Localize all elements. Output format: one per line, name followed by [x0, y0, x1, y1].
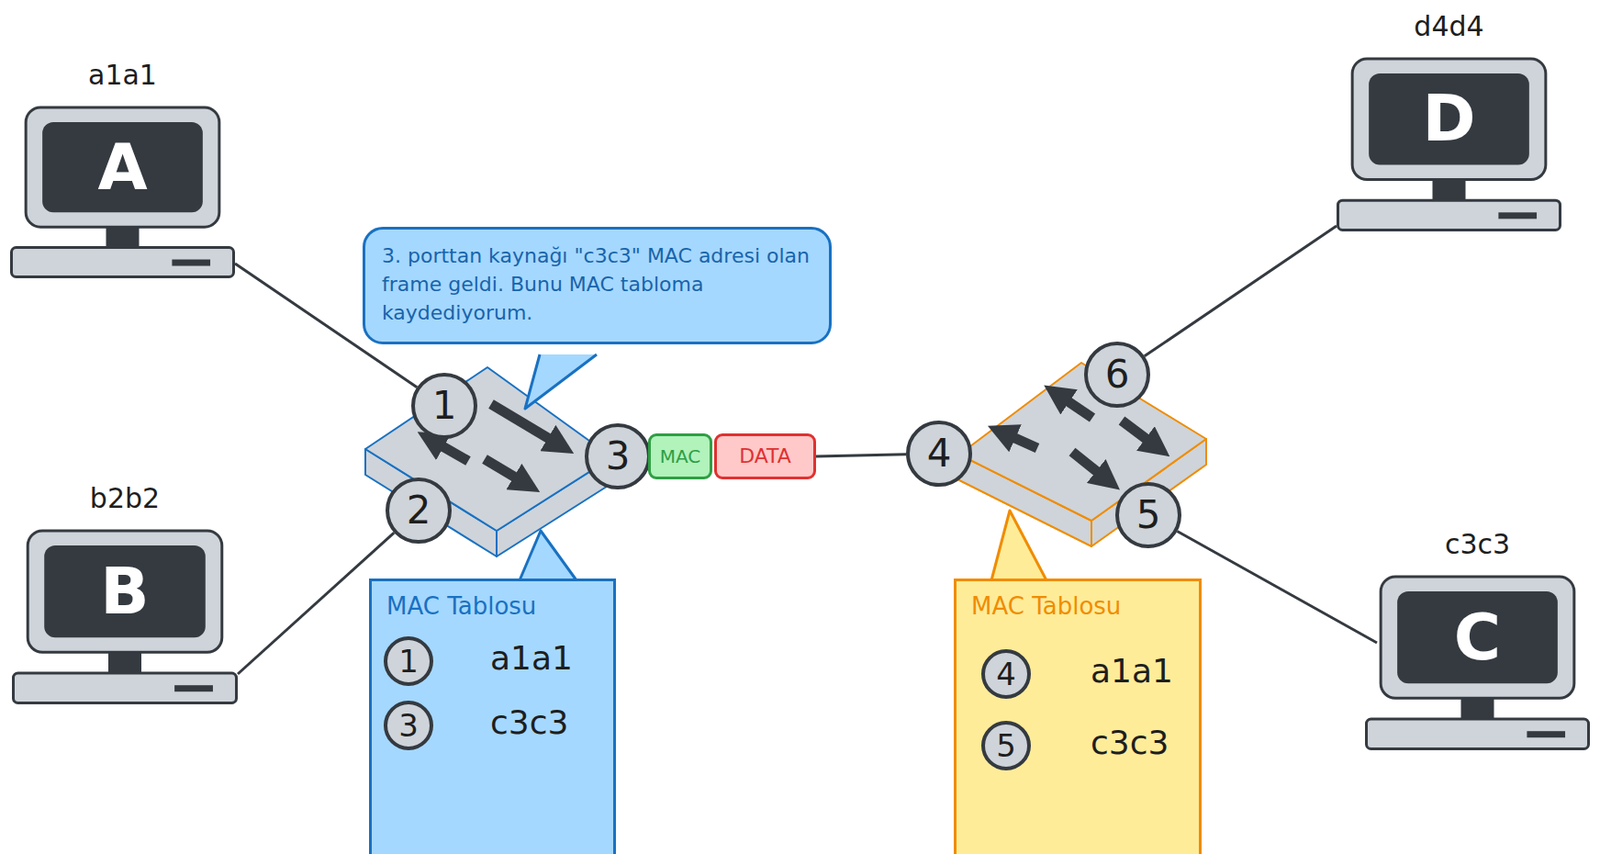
port-label: 5: [1136, 495, 1162, 535]
port-number: 1: [383, 636, 434, 686]
port-label: 6: [1105, 355, 1131, 394]
port-label: 3: [605, 436, 631, 476]
port-label: 2: [406, 491, 432, 530]
port-label: 4: [927, 434, 952, 473]
computer: a1a1A: [10, 107, 235, 279]
port-label: 1: [398, 645, 419, 677]
host-letter: B: [27, 530, 223, 652]
port-number: 4: [906, 420, 973, 487]
host-mac: a1a1: [10, 61, 235, 90]
port-number: 3: [584, 423, 651, 490]
host-letter: A: [25, 107, 220, 227]
cable: [1144, 225, 1337, 357]
host-letter: C: [1380, 576, 1575, 698]
port-label: 5: [995, 729, 1017, 761]
table-heading: MAC Tablosu: [371, 581, 614, 621]
port-number: 2: [385, 477, 452, 544]
speech-bubble: 3. porttan kaynağı "c3c3" MAC adresi ola…: [362, 226, 832, 345]
port-number: 5: [981, 720, 1031, 771]
table-tail: [519, 530, 577, 581]
host-mac: c3c3: [1365, 530, 1590, 559]
mac-table: MAC Tablosu 4 5: [953, 578, 1202, 854]
callout-text: 3. porttan kaynağı "c3c3" MAC adresi ola…: [381, 242, 813, 327]
port-label: 1: [432, 386, 458, 426]
computer: c3c3C: [1365, 576, 1590, 750]
mac-entry: a1a1: [1090, 654, 1174, 688]
field-label: DATA: [738, 446, 792, 467]
port-label: 3: [398, 709, 419, 741]
port-number: 1: [411, 372, 478, 439]
field-label: MAC: [660, 447, 702, 466]
table-heading: MAC Tablosu: [956, 581, 1199, 621]
switch-left: [365, 367, 613, 557]
port-number: 4: [981, 648, 1031, 699]
port-number: 3: [383, 700, 434, 750]
cable: [816, 454, 907, 457]
computer: d4d4D: [1336, 58, 1562, 232]
port-number: 5: [1115, 481, 1182, 549]
table-tail: [991, 510, 1047, 581]
frame-field: DATA: [714, 433, 817, 480]
computer: b2b2B: [11, 530, 238, 705]
callout-tail: [525, 354, 597, 409]
cable: [1176, 531, 1377, 643]
port-label: 4: [995, 658, 1017, 690]
frame-field: MAC: [648, 433, 713, 480]
port-number: 6: [1084, 341, 1151, 408]
host-letter: D: [1352, 58, 1546, 180]
host-mac: d4d4: [1336, 12, 1562, 41]
mac-entry: c3c3: [1090, 726, 1169, 760]
mac-entry: c3c3: [490, 705, 569, 739]
switch-arrows: [1000, 392, 1159, 482]
mac-entry: a1a1: [490, 641, 573, 675]
host-mac: b2b2: [11, 484, 238, 513]
